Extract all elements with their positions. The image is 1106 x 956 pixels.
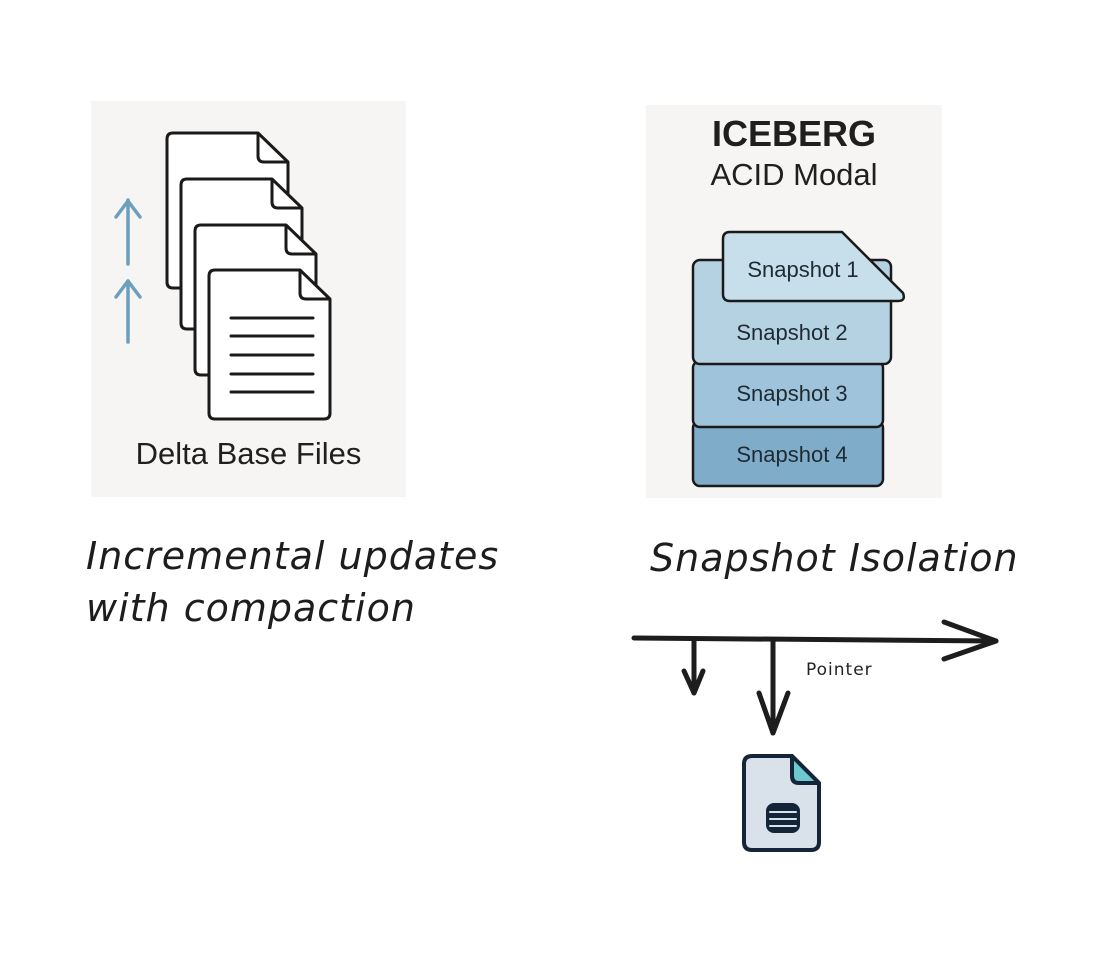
- timeline-arrow: [631, 619, 999, 662]
- database-file-icon: [742, 754, 821, 852]
- incremental-updates-caption: Incremental updates with compaction: [86, 530, 499, 634]
- snapshot-stack: Snapshot 1 Snapshot 2 Snapshot 3 Snapsho…: [691, 230, 906, 488]
- snapshot-3-label: Snapshot 3: [736, 381, 847, 406]
- caption-line-2: with compaction: [86, 586, 416, 630]
- snapshot-2-label: Snapshot 2: [736, 320, 847, 345]
- iceberg-title: ICEBERG: [711, 113, 877, 154]
- iceberg-panel: ICEBERG ACID Modal Snapshot 1 Snapshot 2…: [646, 105, 942, 498]
- caption-line-1: Incremental updates: [86, 534, 500, 578]
- text-lines: [229, 316, 315, 394]
- document-icon: [207, 268, 332, 421]
- up-arrow-icon: [114, 279, 142, 344]
- up-arrow-icon: [114, 198, 142, 266]
- down-arrow-icon: [681, 638, 706, 696]
- snapshot-isolation-caption: Snapshot Isolation: [650, 536, 1019, 580]
- snapshot-1-layer: [721, 230, 906, 303]
- delta-base-files-panel: Delta Base Files: [91, 101, 406, 497]
- acid-modal-subtitle: ACID Modal: [710, 157, 878, 192]
- delta-base-files-label: Delta Base Files: [135, 436, 362, 471]
- pointer-label: Pointer: [806, 660, 873, 680]
- snapshot-1-label: Snapshot 1: [747, 257, 858, 282]
- snapshot-4-label: Snapshot 4: [736, 442, 847, 467]
- pointer-arrow-icon: [756, 638, 791, 736]
- stacked-documents-icon: [114, 131, 332, 421]
